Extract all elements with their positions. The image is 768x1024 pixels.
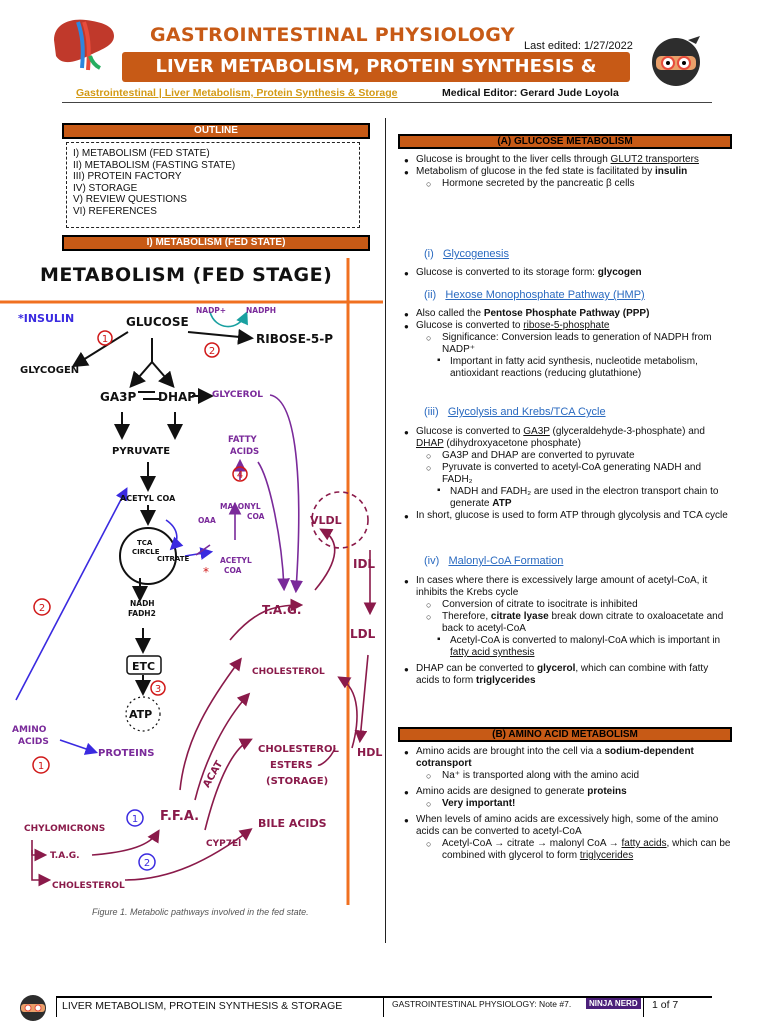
label-cholesterol-2: CHOLESTEROL	[52, 881, 125, 891]
label-cyp7e1: CYP7El	[206, 839, 241, 849]
label-tca-1: TCA	[137, 539, 153, 547]
page-number: 1 of 7	[652, 999, 679, 1011]
amino-acid-metabolism-heading: (B) AMINO ACID METABOLISM	[398, 727, 732, 742]
footer-separator	[383, 997, 384, 1017]
metabolic-pathway-diagram: *INSULIN GLUCOSE RIBOSE-5-P GLYCOGEN GA3…	[0, 258, 383, 905]
outline-item[interactable]: V) REVIEW QUESTIONS	[73, 194, 187, 206]
num-1: 1	[38, 761, 44, 772]
label-ga3p: GA3P	[100, 390, 136, 404]
document-title: GASTROINTESTINAL PHYSIOLOGY	[150, 24, 515, 46]
outline-item[interactable]: II) METABOLISM (FASTING STATE)	[73, 159, 236, 171]
vldl-circle	[311, 491, 369, 549]
header-divider	[62, 102, 712, 103]
label-tag-2: T.A.G.	[50, 851, 80, 861]
outline-item[interactable]: III) PROTEIN FACTORY	[73, 171, 182, 183]
label-acat: ACAT	[201, 759, 225, 790]
label-acetyl-1: ACETYL	[220, 556, 252, 565]
footer-topic: LIVER METABOLISM, PROTEIN SYNTHESIS & ST…	[62, 1000, 343, 1012]
label-oaa: OAA	[198, 516, 216, 525]
malonyl-coa-heading: (iv) Malonyl-CoA Formation	[424, 555, 564, 567]
label-fadh2: FADH2	[128, 609, 156, 618]
label-chol-esters-3: (STORAGE)	[266, 776, 328, 787]
figure-title: METABOLISM (FED STAGE)	[40, 264, 333, 286]
label-etc: ETC	[132, 660, 155, 673]
label-proteins: PROTEINS	[98, 748, 154, 759]
label-bile-acids: BILE ACIDS	[258, 817, 327, 830]
glycolysis-heading: (iii) Glycolysis and Krebs/TCA Cycle	[424, 406, 606, 418]
outline-heading: OUTLINE	[62, 123, 370, 139]
outline-item[interactable]: I) METABOLISM (FED STATE)	[73, 148, 210, 159]
medical-editor: Medical Editor: Gerard Jude Loyola	[442, 87, 619, 99]
hmp-body: Also called the Pentose Phosphate Pathwa…	[398, 308, 732, 380]
last-edited-date: Last edited: 1/27/2022	[524, 40, 633, 52]
footer-note: GASTROINTESTINAL PHYSIOLOGY: Note #7.	[392, 999, 572, 1009]
label-ffa: F.F.A.	[160, 809, 199, 824]
ninja-nerd-logo: NINJA NERD	[586, 998, 641, 1009]
label-nadph: NADPH	[246, 306, 276, 315]
label-fatty-2: ACIDS	[230, 447, 259, 457]
label-amino-1: AMINO	[12, 725, 47, 735]
num-3: 3	[155, 684, 161, 695]
glycogenesis-body: Glucose is converted to its storage form…	[398, 267, 732, 280]
label-fatty-1: FATTY	[228, 435, 258, 445]
star-mark: *	[203, 565, 209, 579]
glucose-metabolism-heading: (A) GLUCOSE METABOLISM	[398, 134, 732, 149]
label-chol-esters-1: CHOLESTEROL	[258, 744, 339, 755]
footer-rule	[56, 996, 712, 998]
outline-box: I) METABOLISM (FED STATE) II) METABOLISM…	[66, 142, 360, 228]
label-malonyl-1: MALONYL	[220, 502, 261, 511]
label-hdl: HDL	[357, 746, 382, 759]
num-2: 2	[144, 858, 150, 869]
label-acetyl-coa: ACETYL COA	[120, 494, 176, 503]
breadcrumb[interactable]: Gastrointestinal | Liver Metabolism, Pro…	[76, 87, 398, 99]
footer-separator	[56, 997, 57, 1017]
outline-item[interactable]: VI) REFERENCES	[73, 205, 157, 217]
label-chylomicrons: CHYLOMICRONS	[24, 824, 105, 834]
label-cholesterol: CHOLESTEROL	[252, 667, 325, 677]
label-dhap: DHAP	[158, 390, 196, 404]
hmp-heading: (ii) Hexose Monophosphate Pathway (HMP)	[424, 289, 645, 301]
glucose-metabolism-body: Glucose is brought to the liver cells th…	[398, 154, 732, 190]
label-vldl: VLDL	[310, 514, 342, 527]
label-malonyl-2: COA	[247, 512, 265, 521]
label-ribose: RIBOSE-5-P	[256, 332, 333, 346]
label-tca-2: CIRCLE	[132, 548, 160, 556]
column-divider	[385, 118, 386, 943]
label-glycerol: GLYCEROL	[212, 390, 263, 400]
topic-banner: LIVER METABOLISM, PROTEIN SYNTHESIS & ST…	[122, 52, 630, 107]
label-amino-2: ACIDS	[18, 737, 49, 747]
malonyl-coa-body: In cases where there is excessively larg…	[398, 575, 732, 687]
figure-caption: Figure 1. Metabolic pathways involved in…	[92, 907, 309, 917]
num-1: 1	[102, 334, 108, 345]
label-tag: T.A.G.	[262, 603, 301, 617]
ninja-mascot-icon	[20, 995, 46, 1021]
label-pyruvate: PYRUVATE	[112, 446, 170, 457]
label-insulin: *INSULIN	[18, 312, 74, 325]
label-nadp-plus: NADP+	[196, 306, 226, 315]
glycolysis-body: Glucose is converted to GA3P (glyceralde…	[398, 426, 732, 523]
label-chol-esters-2: ESTERS	[270, 760, 313, 771]
num-4: 4	[237, 470, 243, 481]
num-1: 1	[132, 814, 138, 825]
label-glycogen: GLYCOGEN	[20, 365, 79, 376]
amino-acid-metabolism-body: Amino acids are brought into the cell vi…	[398, 746, 732, 862]
ninja-mascot-icon	[652, 36, 700, 86]
num-2: 2	[39, 603, 45, 614]
label-ldl: LDL	[350, 627, 376, 641]
label-atp: ATP	[129, 708, 152, 721]
glycogenesis-heading: (i) Glycogenesis	[424, 248, 509, 260]
label-acetyl-2: COA	[224, 566, 242, 575]
label-glucose: GLUCOSE	[126, 315, 189, 329]
num-2: 2	[209, 346, 215, 357]
liver-logo-icon	[54, 19, 114, 71]
label-idl: IDL	[353, 557, 375, 571]
outline-item[interactable]: IV) STORAGE	[73, 182, 138, 194]
label-nadh: NADH	[130, 599, 155, 608]
label-citrate: CITRATE	[157, 555, 190, 563]
section-1-heading: I) METABOLISM (FED STATE)	[62, 235, 370, 251]
footer-separator	[643, 997, 644, 1017]
